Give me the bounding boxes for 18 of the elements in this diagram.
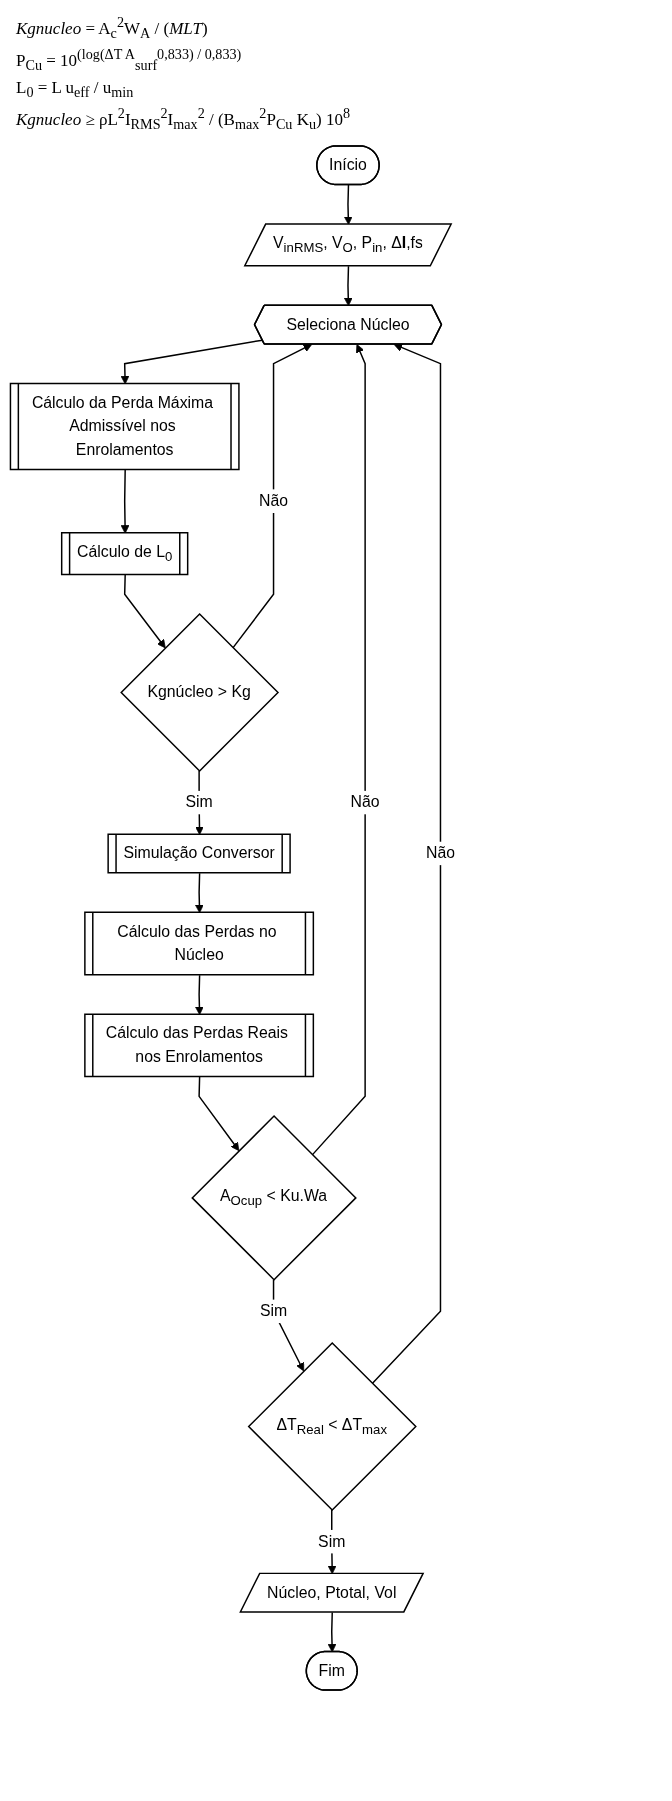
- edge-label: Não: [259, 491, 289, 509]
- formula: L$_{0}$ = L u$_{eff}$ / u$_{min}$: [16, 78, 135, 102]
- arrow: [120, 338, 264, 384]
- node-diamond: Kgnúcleo > Kg: [120, 612, 280, 772]
- formula: Kgnucleo ≥ ρL$^{2}$I$_{RMS}$$^{2}$I$_{max}$$^{2}$ / (B$_{max}$$^{2}$P$_{Cu}$ K$_{u}$) 10$^{8}$: [16, 105, 351, 134]
- edge-label: Não: [425, 844, 455, 861]
- edge-label: Sim: [318, 1532, 346, 1550]
- arrow: [371, 342, 442, 1384]
- arrow: [311, 343, 366, 1156]
- node-diamond: A$_{Ocup}$ < Ku.Wa: [191, 1114, 357, 1281]
- edge-label: Não: [350, 793, 380, 810]
- formula: Kgnucleo = A$_{c}$$^{2}$W$_{A}$ / (MLT): [16, 14, 209, 43]
- edge-label: Sim: [185, 793, 213, 810]
- arrow: [343, 265, 353, 306]
- arrow: [232, 343, 313, 649]
- node-diamond: ΔT$_{Real}$ < ΔT$_{max}$: [247, 1341, 417, 1511]
- edge-label: Sim: [259, 1301, 288, 1319]
- arrow: [327, 1611, 337, 1652]
